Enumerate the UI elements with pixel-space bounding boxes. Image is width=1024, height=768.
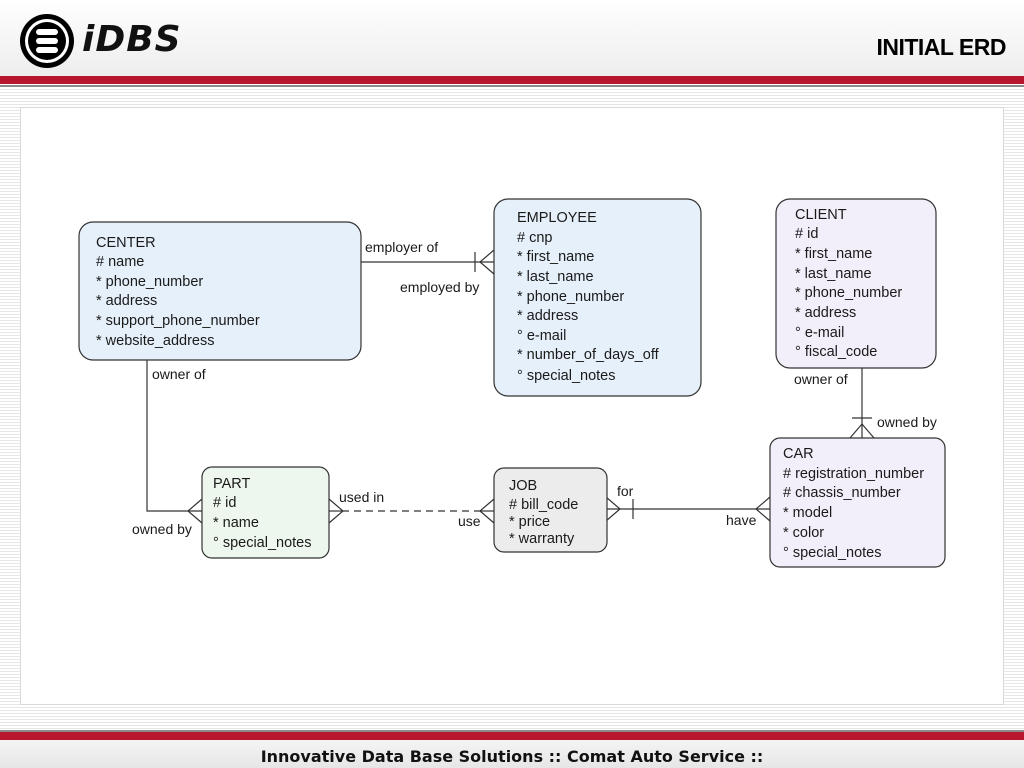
rel-label-owned-by-client: owned by bbox=[877, 414, 937, 430]
entity-job[interactable]: JOB # bill_code * price * warranty bbox=[493, 467, 608, 553]
footer-text: Innovative Data Base Solutions :: Comat … bbox=[260, 747, 764, 766]
attribute: # id bbox=[795, 226, 818, 242]
page-title: INITIAL ERD bbox=[876, 34, 1006, 60]
attribute: # id bbox=[213, 495, 236, 511]
rel-label-used-in: used in bbox=[339, 489, 384, 505]
entity-name: EMPLOYEE bbox=[517, 210, 597, 226]
attribute: * color bbox=[783, 525, 824, 541]
rel-label-employed-by: employed by bbox=[400, 279, 479, 295]
attribute: ° e-mail bbox=[517, 328, 566, 344]
rel-label-use: use bbox=[458, 513, 481, 529]
entity-client[interactable]: CLIENT # id * first_name * last_name * p… bbox=[775, 198, 937, 369]
attribute: # bill_code bbox=[509, 497, 578, 513]
rel-label-client-owner-of: owner of bbox=[794, 371, 848, 387]
rel-job-car: for have bbox=[605, 483, 771, 528]
attribute: * phone_number bbox=[96, 274, 203, 290]
entity-center[interactable]: CENTER # name * phone_number * address *… bbox=[78, 221, 362, 361]
rel-label-owned-by: owned by bbox=[132, 521, 192, 537]
rel-center-part: owner of owned by bbox=[132, 360, 206, 537]
header-rule-line bbox=[0, 85, 1024, 87]
entity-name: JOB bbox=[509, 478, 537, 494]
attribute: * number_of_days_off bbox=[517, 347, 660, 363]
rel-center-employee: employer of employed by bbox=[361, 239, 495, 295]
attribute: # chassis_number bbox=[783, 485, 901, 501]
attribute: * name bbox=[213, 515, 259, 531]
attribute: ° special_notes bbox=[517, 368, 616, 384]
footer-rule bbox=[0, 732, 1024, 740]
attribute: * address bbox=[96, 293, 157, 309]
attribute: ° e-mail bbox=[795, 325, 844, 341]
attribute: * address bbox=[795, 305, 856, 321]
attribute: * model bbox=[783, 505, 832, 521]
entity-name: PART bbox=[213, 476, 250, 492]
attribute: ° special_notes bbox=[213, 535, 312, 551]
attribute: * first_name bbox=[795, 246, 872, 262]
attribute: * website_address bbox=[96, 333, 215, 349]
attribute: * warranty bbox=[509, 531, 575, 547]
attribute: * phone_number bbox=[795, 285, 902, 301]
rel-label-have: have bbox=[726, 512, 757, 528]
attribute: ° special_notes bbox=[783, 545, 882, 561]
logo-text: iDBS bbox=[82, 19, 182, 60]
attribute: * last_name bbox=[517, 269, 594, 285]
attribute: * price bbox=[509, 514, 550, 530]
rel-client-car: owner of owned by bbox=[794, 368, 937, 439]
entity-car[interactable]: CAR # registration_number # chassis_numb… bbox=[769, 437, 946, 568]
database-logo-icon bbox=[20, 14, 74, 68]
attribute: # cnp bbox=[517, 230, 552, 246]
entity-name: CENTER bbox=[96, 235, 156, 251]
footer: Innovative Data Base Solutions :: Comat … bbox=[0, 740, 1024, 768]
footer-rule-line bbox=[0, 730, 1024, 732]
rel-label-employer-of: employer of bbox=[365, 239, 438, 255]
attribute: * first_name bbox=[517, 249, 594, 265]
entity-part[interactable]: PART # id * name ° special_notes bbox=[201, 466, 330, 559]
header-rule bbox=[0, 76, 1024, 84]
attribute: * address bbox=[517, 308, 578, 324]
attribute: ° fiscal_code bbox=[795, 344, 877, 360]
entity-name: CAR bbox=[783, 446, 814, 462]
rel-label-for: for bbox=[617, 483, 634, 499]
attribute: * support_phone_number bbox=[96, 313, 260, 329]
attribute: # name bbox=[96, 254, 144, 270]
header: iDBS INITIAL ERD bbox=[0, 0, 1024, 76]
rel-part-job: used in use bbox=[328, 489, 495, 529]
attribute: # registration_number bbox=[783, 466, 924, 482]
attribute: * last_name bbox=[795, 266, 872, 282]
entity-employee[interactable]: EMPLOYEE # cnp * first_name * last_name … bbox=[493, 198, 702, 397]
attribute: * phone_number bbox=[517, 289, 624, 305]
entity-name: CLIENT bbox=[795, 207, 847, 223]
rel-label-owner-of: owner of bbox=[152, 366, 206, 382]
